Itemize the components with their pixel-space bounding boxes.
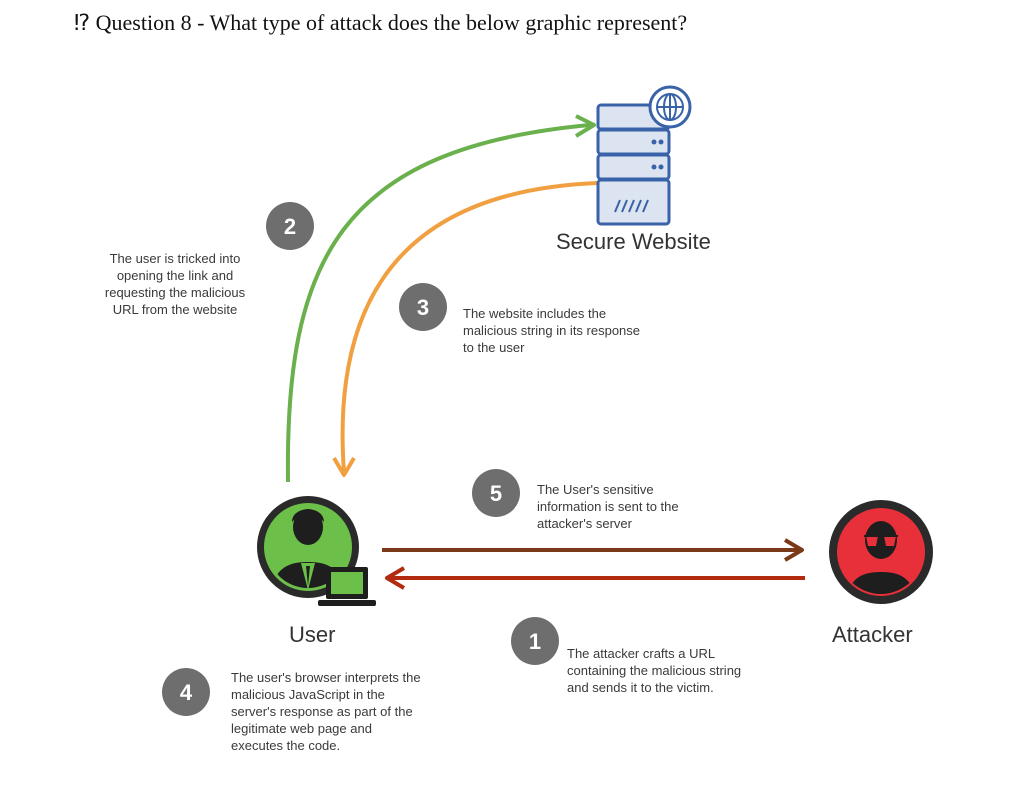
- data-exfil-arrow: [382, 538, 804, 562]
- note-line: The user is tricked into: [109, 251, 241, 266]
- request-arrow: [285, 114, 596, 483]
- globe-icon: [648, 85, 692, 129]
- step-4-note: The user's browser interprets the malici…: [231, 669, 421, 754]
- question-title: ⁉ Question 8 - What type of attack does …: [74, 10, 688, 35]
- response-arrow: [332, 181, 599, 477]
- step-badge-5: 5: [472, 469, 520, 517]
- note-line: URL from the website: [112, 302, 238, 317]
- note-line: executes the code.: [231, 738, 341, 753]
- svg-text:3: 3: [417, 295, 429, 320]
- step-5-note: The User's sensitive information is sent…: [537, 481, 679, 532]
- note-line: The attacker crafts a URL: [567, 646, 716, 661]
- note-line: The user's browser interprets the: [231, 670, 421, 685]
- svg-text:1: 1: [529, 629, 541, 654]
- note-line: and sends it to the victim.: [567, 680, 714, 695]
- note-line: The User's sensitive: [537, 482, 654, 497]
- server-label: Secure Website: [556, 229, 711, 254]
- step-1-note: The attacker crafts a URL containing the…: [567, 645, 741, 696]
- svg-text:5: 5: [490, 481, 502, 506]
- step-badge-4: 4: [162, 668, 210, 716]
- step-badge-3: 3: [399, 283, 447, 331]
- note-line: legitimate web page and: [231, 721, 372, 736]
- step-2-note: The user is tricked into opening the lin…: [92, 250, 258, 318]
- user-label: User: [289, 622, 336, 647]
- note-line: information is sent to the: [537, 499, 679, 514]
- step-badge-1: 1: [511, 617, 559, 665]
- malicious-link-arrow: [385, 566, 805, 590]
- laptop-icon: [318, 567, 376, 606]
- note-line: attacker's server: [537, 516, 632, 531]
- svg-text:4: 4: [180, 680, 193, 705]
- note-line: containing the malicious string: [567, 663, 742, 678]
- note-line: malicious string in its response: [463, 323, 641, 338]
- note-line: opening the link and: [116, 268, 234, 283]
- note-line: The website includes the: [463, 306, 607, 321]
- svg-text:2: 2: [284, 214, 296, 239]
- note-line: to the user: [463, 340, 525, 355]
- note-line: malicious JavaScript in the: [231, 687, 385, 702]
- step-3-note: The website includes the malicious strin…: [463, 305, 640, 356]
- attacker-avatar: [829, 500, 933, 604]
- note-line: server's response as part of the: [231, 704, 413, 719]
- attacker-label: Attacker: [832, 622, 913, 647]
- note-line: requesting the malicious: [104, 285, 246, 300]
- step-badge-2: 2: [266, 202, 314, 250]
